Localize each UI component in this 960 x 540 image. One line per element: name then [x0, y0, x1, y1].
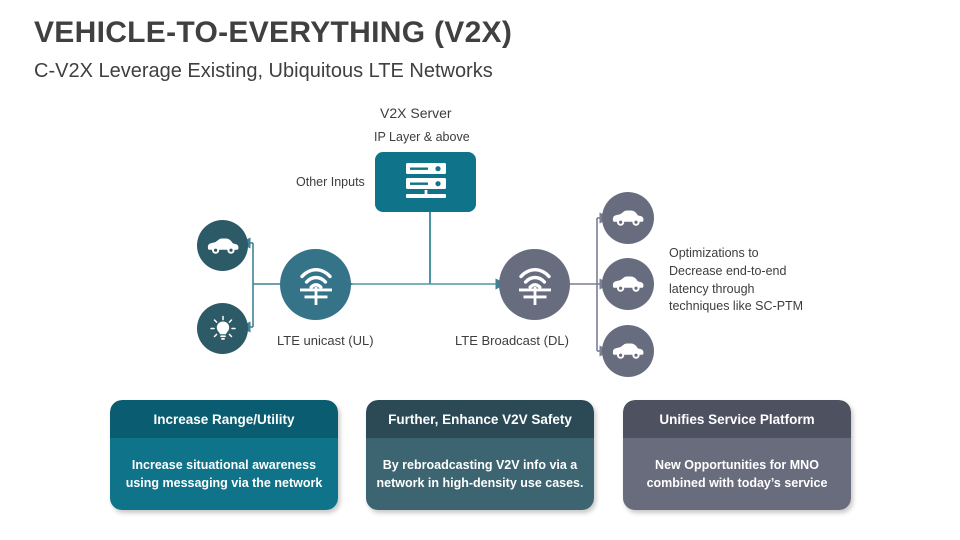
- benefit-card-body-line-2: network in high-density use cases.: [376, 476, 584, 490]
- optimization-note-line-2: Decrease end-to-end: [669, 263, 787, 278]
- benefit-card-body-line-2: using messaging via the network: [125, 476, 323, 490]
- right-endpoint-car-1[interactable]: [602, 192, 654, 244]
- right-endpoint-car-3[interactable]: [602, 325, 654, 377]
- lte-unicast-label: LTE unicast (UL): [277, 333, 374, 348]
- lte-unicast-node[interactable]: [280, 249, 351, 320]
- cell-tower-icon: [293, 263, 339, 307]
- benefit-card-v2v-safety[interactable]: Further, Enhance V2V Safety By rebroadca…: [366, 400, 594, 510]
- car-icon: [612, 208, 644, 228]
- cell-tower-icon: [512, 263, 558, 307]
- lte-broadcast-label: LTE Broadcast (DL): [455, 333, 569, 348]
- page-title: VEHICLE-TO-EVERYTHING (V2X): [34, 16, 513, 49]
- benefit-card-body-line-1: New Opportunities for MNO: [655, 457, 819, 472]
- optimization-note: Optimizations to Decrease end-to-end lat…: [669, 245, 829, 316]
- v2x-server-title: V2X Server: [380, 105, 452, 121]
- optimization-note-line-4: techniques like SC-PTM: [669, 299, 804, 314]
- right-endpoint-car-2[interactable]: [602, 258, 654, 310]
- car-icon: [612, 341, 644, 361]
- v2x-server-box[interactable]: [375, 152, 476, 212]
- car-icon: [207, 236, 239, 256]
- left-endpoint-infrastructure[interactable]: [197, 303, 248, 354]
- benefit-card-body: Increase situational awareness using mes…: [110, 438, 338, 510]
- benefit-card-increase-range[interactable]: Increase Range/Utility Increase situatio…: [110, 400, 338, 510]
- optimization-note-line-1: Optimizations to: [669, 246, 759, 260]
- optimization-note-line-3: latency through: [669, 281, 755, 296]
- left-endpoint-car[interactable]: [197, 220, 248, 271]
- benefit-card-body-line-1: Increase situational awareness: [131, 457, 317, 472]
- benefit-card-title: Unifies Service Platform: [623, 400, 851, 438]
- lte-broadcast-node[interactable]: [499, 249, 570, 320]
- v2x-server-subtitle: IP Layer & above: [374, 130, 470, 144]
- page-subtitle: C-V2X Leverage Existing, Ubiquitous LTE …: [34, 60, 493, 82]
- benefit-card-body-line-1: By rebroadcasting V2V info via a: [382, 457, 578, 472]
- benefit-card-body: New Opportunities for MNO combined with …: [623, 438, 851, 510]
- other-inputs-label: Other Inputs: [296, 175, 365, 189]
- car-icon: [612, 274, 644, 294]
- benefit-card-title: Further, Enhance V2V Safety: [366, 400, 594, 438]
- benefit-card-body: By rebroadcasting V2V info via a network…: [366, 438, 594, 510]
- benefit-card-body-line-2: combined with today’s service: [646, 476, 828, 490]
- lightbulb-icon: [209, 315, 237, 343]
- benefit-card-unifies-platform[interactable]: Unifies Service Platform New Opportuniti…: [623, 400, 851, 510]
- benefit-card-title: Increase Range/Utility: [110, 400, 338, 438]
- server-icon: [375, 160, 476, 204]
